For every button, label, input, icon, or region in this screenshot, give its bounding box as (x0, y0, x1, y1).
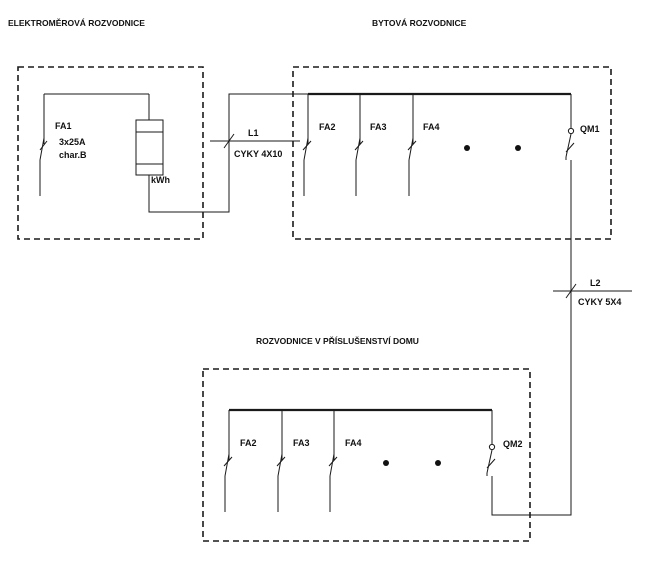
ellipsis-dot (383, 460, 389, 466)
apartment-fa4-label: FA4 (423, 122, 440, 132)
apartment-fa2-breaker (302, 94, 312, 196)
accessory-fa2-label: FA2 (240, 438, 257, 448)
accessory-fa4-breaker (328, 410, 338, 512)
accessory-panel-box (202, 368, 531, 542)
meter-unit-label: kWh (151, 175, 170, 185)
qm1-switch (565, 94, 575, 196)
accessory-fa2-breaker (223, 410, 233, 512)
l1-tick (223, 133, 235, 149)
accessory-fa3-breaker (276, 410, 286, 512)
ellipsis-dot (515, 145, 521, 151)
accessory-fa4-label: FA4 (345, 438, 362, 448)
l2-cable-route (491, 196, 572, 516)
apartment-fa3-label: FA3 (370, 122, 387, 132)
meter-panel-title: ELEKTROMĚROVÁ ROZVODNICE (8, 17, 145, 28)
l1-cable-route (148, 93, 308, 213)
l2-tick (565, 283, 577, 299)
apartment-fa3-breaker (354, 94, 364, 196)
l2-type: CYKY 5X4 (578, 297, 621, 307)
l2-name: L2 (590, 278, 601, 288)
l1-type: CYKY 4X10 (234, 149, 282, 159)
ellipsis-dot (464, 145, 470, 151)
qm2-switch (486, 410, 496, 476)
apartment-fa2-label: FA2 (319, 122, 336, 132)
meter-panel-box (17, 66, 204, 240)
apartment-fa4-breaker (407, 94, 417, 196)
fa1-label: FA1 (55, 121, 72, 131)
apartment-panel-title: BYTOVÁ ROZVODNICE (372, 18, 467, 28)
apartment-panel-box (292, 66, 612, 240)
fa1-characteristic: char.B (59, 150, 87, 160)
qm1-label: QM1 (580, 124, 600, 134)
ellipsis-dot (435, 460, 441, 466)
fa1-rating: 3x25A (59, 137, 86, 147)
fa1-breaker (39, 94, 48, 196)
accessory-panel-title: ROZVODNICE V PŘÍSLUŠENSTVÍ DOMU (256, 335, 419, 346)
qm2-label: QM2 (503, 439, 523, 449)
kwh-meter (135, 119, 164, 176)
l1-name: L1 (248, 128, 259, 138)
accessory-fa3-label: FA3 (293, 438, 310, 448)
